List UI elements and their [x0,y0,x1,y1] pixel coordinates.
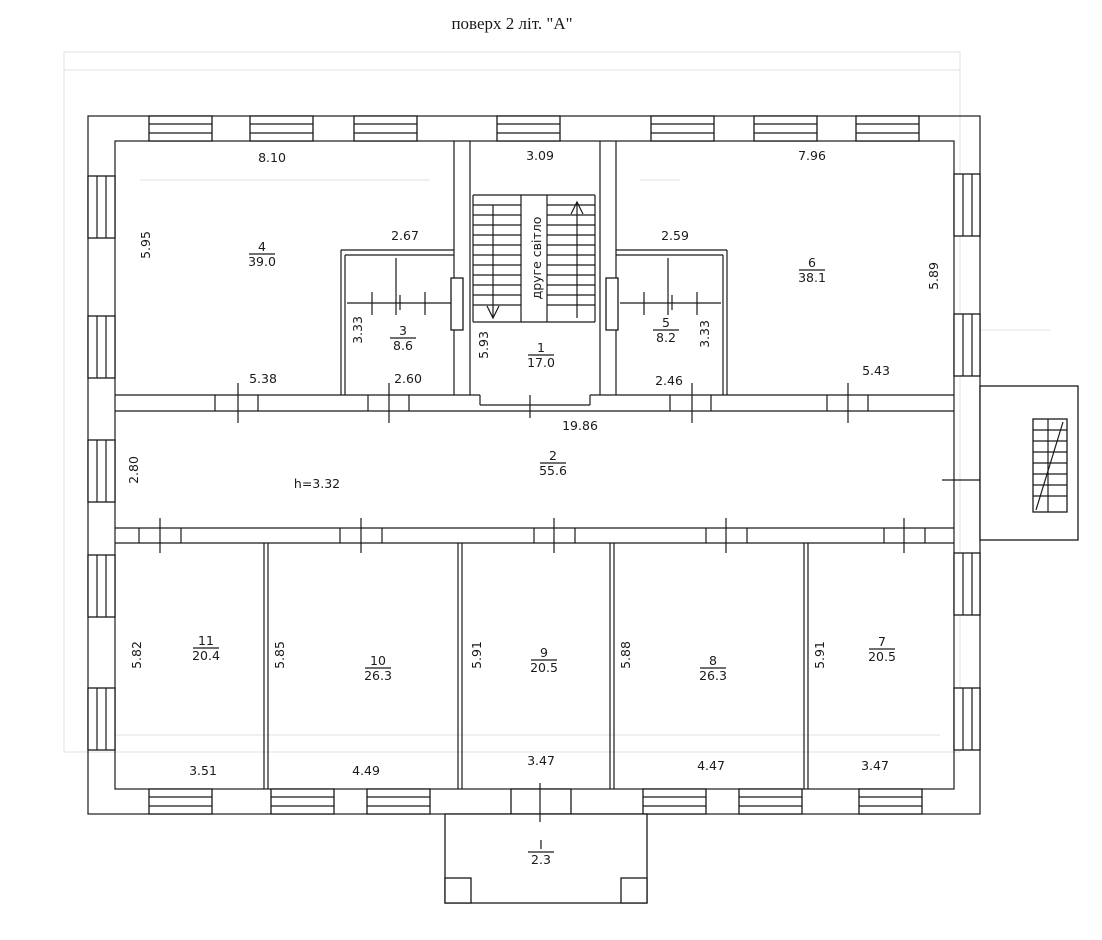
room-area: 26.3 [699,668,727,683]
room-area: 8.6 [393,338,413,353]
room-area: 8.2 [656,330,676,345]
room-area: 26.3 [364,668,392,683]
dimension-ceiling-height: h=3.32 [294,476,340,491]
room-label-4: 439.0 [248,239,276,269]
windows-top [148,115,920,142]
dimension-room8-width: 4.47 [697,758,725,773]
dimension-room5-depth: 3.33 [697,320,712,348]
room-area: 55.6 [539,463,567,478]
windows-right [953,173,981,751]
room-number: 5 [662,315,670,330]
dimension-room10-width: 4.49 [352,763,380,778]
dimension-room7-depth: 5.91 [812,641,827,669]
lower-partitions [263,543,809,789]
dimension-room5-bottom: 2.46 [655,373,683,388]
room-label-9: 920.5 [530,645,558,675]
room-area: 38.1 [798,270,826,285]
dimension-corridor-length: 19.86 [562,418,598,433]
dimension-labels: 8.10 5.95 3.09 7.96 5.89 2.67 3.33 2.60 2.59 3.33… [126,148,941,778]
room-area: 20.4 [192,648,220,663]
room-labels: 117.0255.638.6439.058.2638.1720.5826.392… [192,239,896,867]
dimension-room5-width: 2.59 [661,228,689,243]
dimension-room10-depth: 5.85 [272,641,287,669]
dimension-corridor-left: 5.38 [249,371,277,386]
room-label-5: 58.2 [653,315,679,345]
side-stair-annex [979,385,1079,541]
room-number: 3 [399,323,407,338]
dimension-corridor-right: 5.43 [862,363,890,378]
room-number: 8 [709,653,717,668]
stairwell [450,141,619,395]
room-number: 2 [549,448,557,463]
room-area: 17.0 [527,355,555,370]
room-number: I [539,837,543,852]
dimension-room3-width: 2.67 [391,228,419,243]
room-3-walls [340,249,454,395]
room-label-I: I2.3 [528,837,554,867]
room-area: 20.5 [868,649,896,664]
room-label-7: 720.5 [868,634,896,664]
room-area: 2.3 [531,852,551,867]
windows-left [87,175,116,751]
room-label-3: 38.6 [390,323,416,353]
dimension-stair-width: 3.09 [526,148,554,163]
dimension-room9-depth: 5.91 [469,641,484,669]
dimension-room6-width: 7.96 [798,148,826,163]
corridor-walls [115,383,980,553]
dimension-room9-width: 3.47 [527,753,555,768]
room-label-6: 638.1 [798,255,826,285]
entrance-porch [444,783,648,904]
dimension-room8-depth: 5.88 [618,641,633,669]
dimension-room3-depth: 3.33 [350,316,365,344]
room-number: 4 [258,239,266,254]
dimension-room11-width: 3.51 [189,763,217,778]
room-number: 7 [878,634,886,649]
dimension-room4-width: 8.10 [258,150,286,165]
room-area: 39.0 [248,254,276,269]
room-label-2: 255.6 [539,448,567,478]
room-number: 1 [537,340,545,355]
page-title: поверх 2 літ. "А" [451,14,573,33]
windows-bottom [148,788,923,815]
room-area: 20.5 [530,660,558,675]
room-number: 11 [198,633,214,648]
room-5-walls [616,249,728,395]
dimension-corridor-width: 2.80 [126,456,141,484]
room-label-1: 117.0 [527,340,555,370]
dimension-room11-depth: 5.82 [129,641,144,669]
dimension-room7-width: 3.47 [861,758,889,773]
room-number: 6 [808,255,816,270]
dimension-room4-depth: 5.95 [138,231,153,259]
dimension-room1-depth: 5.93 [476,331,491,359]
dimension-room6-depth: 5.89 [926,262,941,290]
room-number: 9 [540,645,548,660]
dimension-room3-bottom: 2.60 [394,371,422,386]
room-label-8: 826.3 [699,653,727,683]
room-number: 10 [370,653,386,668]
background-ghost-lines [63,51,1050,753]
stair-label: друге світло [529,217,544,300]
stair-treads [473,204,595,306]
